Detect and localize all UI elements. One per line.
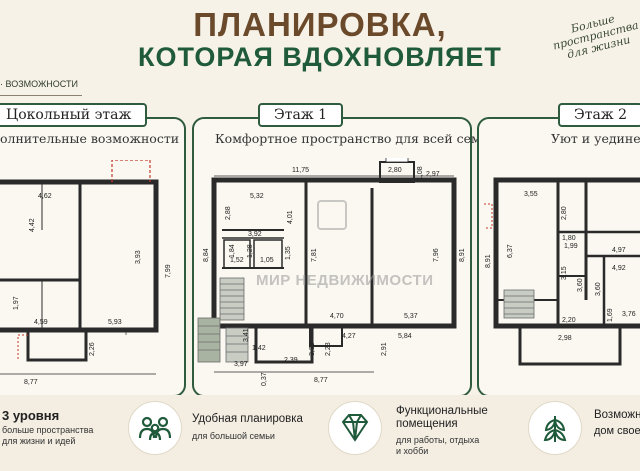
dim-label: 4,70	[330, 313, 344, 320]
dim-label: 3,15	[561, 266, 568, 280]
panel-floor2-subtitle: Уют и уедине	[551, 131, 640, 146]
dim-label: 2,91	[381, 342, 388, 356]
diamond-icon	[328, 401, 382, 455]
dim-label: 4,01	[287, 210, 294, 224]
dim-label: 1,84	[229, 244, 236, 258]
feature-sub: для жизни и идей	[2, 436, 76, 446]
dim-label: 4,97	[612, 247, 626, 254]
feature-title: 3 уровня	[2, 408, 60, 423]
dim-label: 8,91	[485, 254, 492, 268]
dim-label: 7,99	[165, 264, 172, 278]
dim-label: 3,92	[248, 231, 262, 238]
page-title-line2: КОТОРАЯ ВДОХНОВЛЯЕТ	[138, 42, 502, 72]
family-icon	[128, 401, 182, 455]
tagline-divider	[0, 95, 82, 96]
feature-title: Функциональные	[396, 405, 488, 417]
feature-title: Удобная планировка	[192, 413, 303, 425]
dim-label: 5,93	[108, 319, 122, 326]
dim-label: 2,26	[89, 342, 96, 356]
dim-label: 2,39	[284, 357, 298, 364]
plan-floor1: 11,75 2,80 1,08 2,97 5,32 2,88 4,01 3,92…	[196, 158, 466, 390]
plan-floor2: 3,55 2,80 1,80 6,37 1,99 3,15 4,97 4,92 …	[484, 168, 640, 384]
feature-sub: больше пространства	[2, 425, 94, 435]
dim-label: 1,35	[285, 246, 292, 260]
page-title-line1: ПЛАНИРОВКА,	[193, 6, 447, 43]
dim-label: 4,27	[342, 333, 356, 340]
dim-label: 2,20	[562, 317, 576, 324]
watermark-logo	[317, 200, 347, 230]
dim-label: 8,91	[459, 248, 466, 262]
dim-label: 2,98	[558, 335, 572, 342]
dim-label: 2,80	[388, 167, 402, 174]
tab-floor2: Этаж 2	[558, 103, 640, 127]
panel-floor1-subtitle: Комфортное пространство для всей семьи	[215, 131, 496, 146]
feature-sub: дом свое	[594, 425, 640, 437]
dim-label: 3,41	[243, 328, 250, 342]
dim-label: 7,96	[433, 248, 440, 262]
dim-label: 1,97	[13, 296, 20, 310]
tagline: · ВОЗМОЖНОСТИ	[0, 79, 78, 89]
dim-label: 3,55	[524, 191, 538, 198]
dim-label: 0,37	[261, 372, 268, 386]
tab-floor1: Этаж 1	[258, 103, 344, 127]
dim-label: 4,92	[612, 265, 626, 272]
dim-label: 2,23	[325, 342, 332, 356]
dim-label: 5,32	[250, 193, 264, 200]
dim-label: 11,75	[292, 167, 309, 174]
dim-label: 4,59	[34, 319, 48, 326]
panel-basement-subtitle: олнительные возможности	[0, 131, 180, 146]
dim-label: 8,77	[24, 379, 38, 386]
dim-label: 3,60	[577, 278, 584, 292]
dim-label: 3,97	[234, 361, 248, 368]
feature-title: Возможн	[594, 409, 640, 421]
leaves-icon	[528, 401, 582, 455]
dim-label: 8,77	[314, 377, 328, 384]
dim-label: 4,62	[38, 193, 52, 200]
dim-label: 8,84	[203, 248, 210, 262]
dim-label: 5,84	[398, 333, 412, 340]
dim-label: 4,42	[29, 218, 36, 232]
dim-label: 1,80	[562, 235, 576, 242]
dim-label: 1,28	[247, 244, 254, 258]
dim-label: 3,76	[622, 311, 636, 318]
tab-basement: Цокольный этаж	[0, 103, 148, 127]
dim-label: 6,37	[507, 244, 514, 258]
feature-sub: для работы, отдыха	[396, 435, 480, 445]
plan-basement: 4,62 4,42 3,93 7,99 1,97 4,59 5,93 2,26 …	[0, 160, 182, 392]
dim-label: 1,05	[260, 257, 274, 264]
dim-label: 1,99	[564, 243, 578, 250]
feature-sub: для большой семьи	[192, 431, 275, 441]
dim-label: 3,36	[309, 342, 316, 356]
feature-title-2: помещения	[396, 418, 458, 430]
dim-label: 2,80	[561, 206, 568, 220]
watermark-text: МИР НЕДВИЖИМОСТИ	[256, 272, 434, 289]
dim-label: 7,81	[311, 248, 318, 262]
dim-label: 3,60	[595, 282, 602, 296]
dim-label: 2,88	[225, 206, 232, 220]
dim-label: 3,93	[135, 250, 142, 264]
feature-sub: и хобби	[396, 446, 429, 456]
dim-label: 1,52	[230, 257, 244, 264]
dim-label: 1,42	[252, 345, 266, 352]
dim-label: 1,08	[417, 166, 424, 180]
dim-label: 1,69	[607, 308, 614, 322]
dim-label: 2,97	[426, 171, 440, 178]
dim-label: 5,37	[404, 313, 418, 320]
